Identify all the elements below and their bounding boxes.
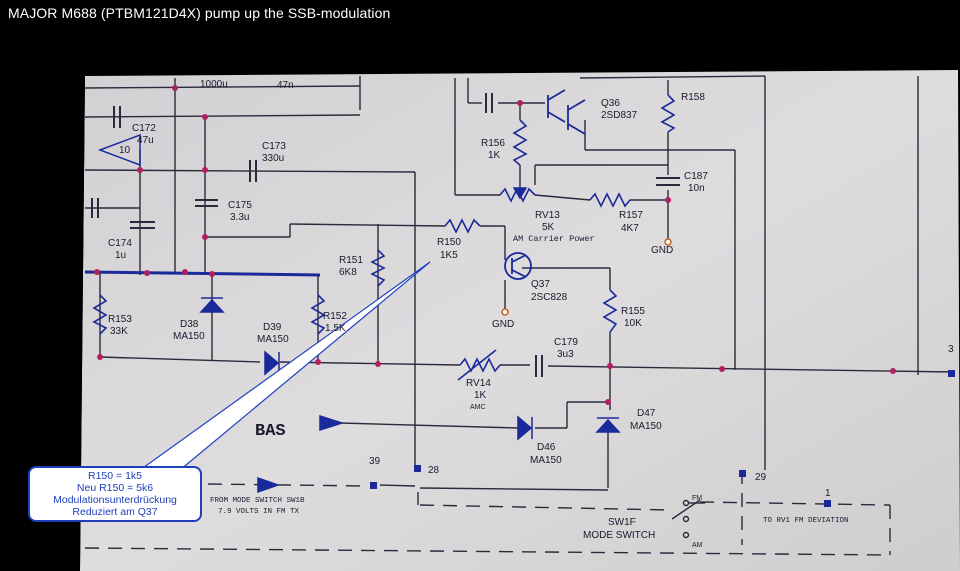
label-pin28: 28: [428, 465, 440, 476]
label-q36: Q36: [601, 98, 620, 109]
dashed-lines: [84, 470, 891, 556]
label-from-mode-2: 7.9 VOLTS IN FM TX: [218, 508, 300, 516]
label-47n: 47n: [277, 80, 294, 91]
label-c172-val: 47u: [137, 135, 154, 146]
label-c179-val: 3u3: [557, 349, 574, 360]
label-pin29: 29: [755, 472, 767, 483]
label-r153-val: 33K: [110, 326, 128, 337]
label-d38: D38: [180, 319, 199, 330]
label-c175: C175: [228, 200, 252, 211]
label-r151-val: 6K8: [339, 267, 357, 278]
callout-line-2: Neu R150 = 5k6: [76, 482, 154, 494]
label-c174-val: 1u: [115, 250, 126, 261]
label-rv14-desc: AMC: [470, 404, 486, 411]
label-rv14: RV14: [466, 378, 491, 389]
label-sw1f: SW1F: [608, 517, 636, 528]
label-q37: Q37: [531, 279, 550, 290]
label-r151: R151: [339, 255, 363, 266]
label-rv13: RV13: [535, 210, 560, 221]
label-pin39: 39: [369, 456, 381, 467]
label-r152: R152: [323, 311, 347, 322]
photo-vignette-left: [0, 30, 85, 571]
label-c187: C187: [684, 171, 708, 182]
component-labels: 1000u 47n C172 47u 10 C173 330u C175 3.3…: [108, 79, 954, 549]
label-pin10: 10: [119, 145, 131, 156]
label-from-mode-1: FROM MODE SWITCH SW1B: [210, 497, 305, 505]
label-d39: D39: [263, 322, 282, 333]
label-rv13-val: 5K: [542, 222, 555, 233]
label-r153: R153: [108, 314, 132, 325]
label-r150: R150: [437, 237, 461, 248]
label-r152-val: 1.5K: [325, 323, 346, 334]
label-c179: C179: [554, 337, 578, 348]
wires: [84, 75, 956, 491]
label-r157-val: 4K7: [621, 223, 639, 234]
mode-switch-contacts: [671, 499, 705, 539]
label-rv13-desc: AM Carrier Power: [513, 234, 595, 244]
label-c173: C173: [262, 141, 286, 152]
label-d47: D47: [637, 408, 656, 419]
label-to-rv1: TO RV1 FM DEVIATION: [763, 517, 849, 525]
label-r158: R158: [681, 92, 705, 103]
label-gnd-2: GND: [492, 319, 514, 330]
label-q36-val: 2SD837: [601, 110, 638, 121]
label-r150-val: 1K5: [440, 250, 458, 261]
label-c174: C174: [108, 238, 132, 249]
label-d39-val: MA150: [257, 334, 289, 345]
label-c172: C172: [132, 123, 156, 134]
callout-line-3: Modulationsunterdrückung: [53, 494, 177, 506]
label-rv14-val: 1K: [474, 390, 487, 401]
video-title: MAJOR M688 (PTBM121D4X) pump up the SSB-…: [8, 5, 391, 21]
label-fm: FM: [692, 495, 702, 502]
label-r155-val: 10K: [624, 318, 642, 329]
label-c187-val: 10n: [688, 183, 705, 194]
label-1000u: 1000u: [200, 79, 228, 90]
resistors: [92, 94, 676, 381]
label-d46-val: MA150: [530, 455, 562, 466]
label-pin3: 3: [948, 344, 954, 355]
label-r157: R157: [619, 210, 643, 221]
label-r156: R156: [481, 138, 505, 149]
diodes: [97, 133, 621, 494]
callout-line-1: R150 = 1k5: [88, 470, 142, 482]
label-c175-val: 3.3u: [230, 212, 249, 223]
gnd-nodes: [501, 238, 672, 316]
label-c173-val: 330u: [262, 153, 284, 164]
schematic-paper: [80, 70, 960, 571]
label-am: AM: [692, 542, 703, 549]
label-d46: D46: [537, 442, 556, 453]
label-gnd-1: GND: [651, 245, 673, 256]
label-d38-val: MA150: [173, 331, 205, 342]
label-q37-val: 2SC828: [531, 292, 568, 303]
callout-line-4: Reduziert am Q37: [72, 506, 158, 518]
label-r156-val: 1K: [488, 150, 501, 161]
label-pin1: 1: [825, 488, 831, 499]
junction-dots: [94, 85, 896, 405]
transistors: [504, 89, 586, 280]
label-mode-switch: MODE SWITCH: [583, 530, 655, 541]
capacitors: [91, 93, 680, 377]
label-d47-val: MA150: [630, 421, 662, 432]
label-bas: BAS: [255, 422, 286, 441]
label-r155: R155: [621, 306, 645, 317]
pin-markers: [370, 370, 955, 507]
annotation-callout: R150 = 1k5 Neu R150 = 5k6 Modulationsunt…: [28, 466, 202, 522]
